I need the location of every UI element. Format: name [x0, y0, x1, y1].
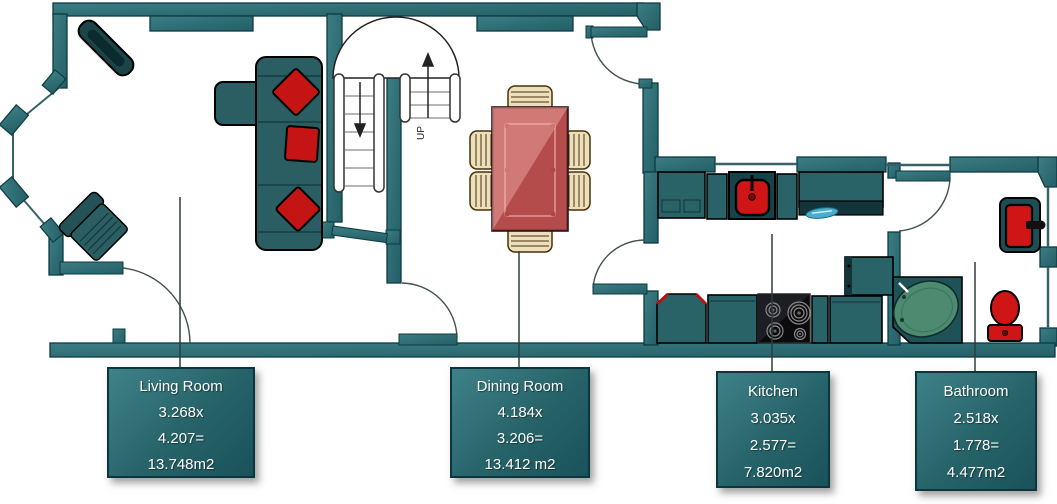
door-leaf — [590, 26, 648, 38]
wall-right-top-corner — [1037, 156, 1057, 188]
kitchen-label: Kitchen 3.035x 2.577= 7.820m2 — [716, 371, 830, 488]
doors — [59, 25, 951, 346]
wall-bulkhead-dining — [476, 15, 574, 32]
room-dim2: 4.207= — [157, 430, 205, 447]
room-dim2: 2.577= — [749, 437, 797, 454]
room-dim1: 2.518x — [953, 410, 999, 427]
wall-top-main — [52, 2, 644, 17]
room-area: 13.412 m2 — [484, 456, 556, 473]
room-name: Dining Room — [476, 378, 564, 395]
dish-rack-icon — [805, 207, 839, 219]
kitchen-units — [655, 171, 894, 344]
walls — [48, 2, 1057, 358]
dining-room-label: Dining Room 4.184x 3.206= 13.412 m2 — [450, 367, 590, 478]
room-dim2: 1.778= — [952, 437, 1000, 454]
living-room-door — [59, 261, 191, 345]
tv-unit — [77, 19, 135, 77]
kitchen-corner-unit — [656, 293, 707, 344]
door-leaf — [398, 333, 458, 346]
kitchen-counter — [707, 294, 758, 344]
bathroom-fixtures — [892, 197, 1046, 344]
room-dim1: 3.035x — [750, 410, 796, 427]
kitchen-cabinet — [706, 173, 728, 220]
stair-arrows — [353, 52, 435, 138]
leader-lines — [179, 197, 976, 372]
bay-anchor-icon — [41, 68, 67, 96]
living-room-label: Living Room 3.268x 4.207= 13.748m2 — [107, 367, 255, 478]
dining-room-door — [398, 282, 458, 346]
room-area: 7.820m2 — [743, 464, 803, 481]
room-name: Kitchen — [747, 383, 799, 400]
fridge — [844, 256, 894, 296]
living-dining-door — [320, 221, 401, 245]
bay-anchor-icon — [0, 176, 30, 208]
cooktop — [757, 293, 811, 344]
stair-rails — [333, 73, 461, 193]
kitchen-counter — [829, 295, 883, 344]
room-name: Living Room — [139, 378, 223, 395]
room-dim1: 4.184x — [497, 404, 543, 421]
room-dim1: 3.268x — [158, 404, 204, 421]
stair-landing-dome — [332, 16, 460, 79]
wall-bottom — [49, 342, 1056, 358]
bay-window — [0, 68, 67, 244]
sofa-pillow-icon — [272, 68, 320, 116]
stairs-up-label: UP — [416, 126, 427, 140]
room-area: 13.748m2 — [147, 456, 215, 473]
wall-right-mid-block — [1039, 246, 1057, 268]
staircase: UP — [332, 16, 461, 193]
bathroom-label: Bathroom 2.518x 1.778= 4.477m2 — [915, 371, 1037, 491]
bay-anchor-icon — [0, 104, 30, 136]
table-highlight-overlay — [491, 106, 569, 232]
kitchen-door — [592, 239, 648, 295]
sofa — [214, 56, 323, 251]
wall-kitchen-top-left — [654, 156, 716, 173]
kitchen-sink — [728, 171, 776, 220]
bathroom-door — [895, 170, 951, 232]
kitchen-counter — [657, 171, 706, 219]
kitchen-cabinet — [811, 295, 829, 344]
wall-dining-kitchen-upper — [643, 171, 659, 244]
door-leaf — [592, 283, 648, 295]
room-name: Bathroom — [943, 383, 1009, 400]
wall-bulkhead-living — [149, 15, 254, 32]
sofa-pillow-icon — [275, 186, 321, 232]
door-leaf — [895, 170, 951, 182]
wall-top-right-corner — [636, 2, 661, 31]
armchair — [58, 191, 128, 261]
windows — [715, 162, 1050, 328]
sofa-pillow-icon — [284, 125, 320, 163]
door-leaf — [59, 261, 124, 275]
entrance-door — [585, 25, 653, 89]
wall-kitchen-top-mid — [796, 156, 887, 173]
bathroom-sink — [999, 197, 1046, 253]
bay-anchor-icon — [39, 216, 65, 244]
door-leaf — [331, 225, 389, 244]
wall-dining-kitchen-lower — [643, 290, 659, 346]
kitchen-cabinet — [776, 173, 798, 220]
wall-kitchen-top-right — [949, 156, 1041, 173]
bathtub — [892, 276, 963, 344]
room-area: 4.477m2 — [946, 464, 1006, 481]
dining-set — [469, 85, 591, 253]
room-dim2: 3.206= — [496, 430, 544, 447]
wall-stair-divider — [386, 76, 402, 284]
toilet — [987, 290, 1023, 342]
